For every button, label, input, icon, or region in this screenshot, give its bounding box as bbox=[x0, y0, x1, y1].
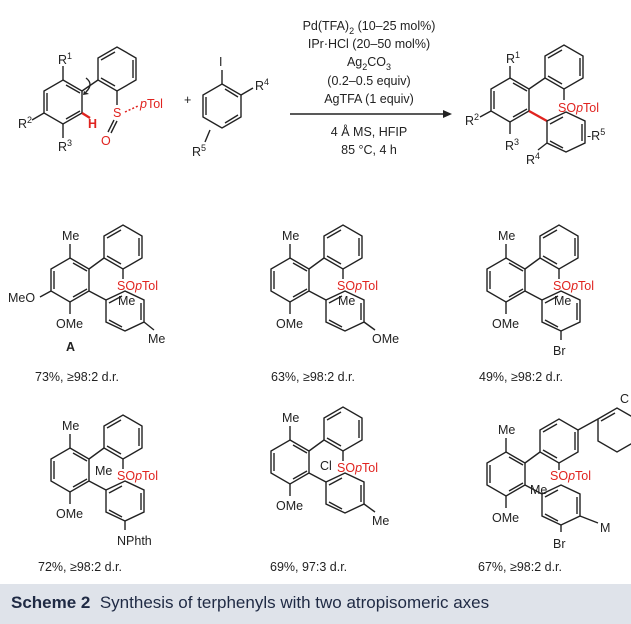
reaction-conditions: Pd(TFA)2 (10–25 mol%) IPr·HCl (20–50 mol… bbox=[290, 19, 452, 157]
product-5-para: Me bbox=[372, 514, 389, 528]
product-so-label: SOpTol bbox=[558, 101, 599, 115]
product-4-me: Me bbox=[62, 419, 79, 433]
product-2-yield: 63%, ≥98:2 d.r. bbox=[271, 370, 355, 384]
condition-sieves: 4 Å MS, HFIP bbox=[331, 124, 407, 139]
product-4-yield: 72%, ≥98:2 d.r. bbox=[38, 560, 122, 574]
ptol-label: pTol bbox=[139, 97, 163, 111]
h-label: H bbox=[88, 117, 97, 131]
sulfur-label: S bbox=[113, 106, 121, 120]
product-5-sub2: OMe bbox=[276, 499, 303, 513]
product-6-yield: 67%, ≥98:2 d.r. bbox=[478, 560, 562, 574]
caption-text: Synthesis of terphenyls with two atropis… bbox=[99, 593, 490, 612]
caption-label: Scheme 2 bbox=[11, 593, 91, 612]
product-3-me: Me bbox=[498, 229, 515, 243]
product-1-compound-label: A bbox=[66, 340, 75, 354]
product-1-me: Me bbox=[62, 229, 79, 243]
product-2-me: Me bbox=[282, 229, 299, 243]
product-r3-label: R3 bbox=[505, 137, 519, 153]
plus-sign: + bbox=[184, 93, 191, 107]
condition-additive: AgTFA (1 equiv) bbox=[324, 92, 414, 106]
product-r5-label: -R5 bbox=[587, 127, 605, 143]
r1-label: R1 bbox=[58, 51, 72, 67]
product-6-extra: C bbox=[620, 392, 629, 406]
product-6-me: Me bbox=[498, 423, 515, 437]
product-3-yield: 49%, ≥98:2 d.r. bbox=[479, 370, 563, 384]
scheme-caption: Scheme 2 Synthesis of terphenyls with tw… bbox=[11, 593, 489, 613]
product-2-ortho: Me bbox=[338, 294, 355, 308]
product-1-so: SOpTol bbox=[117, 279, 158, 293]
product-1-para: Me bbox=[148, 332, 165, 346]
iodo-label: I bbox=[219, 55, 222, 69]
condition-catalyst: Pd(TFA)2 (10–25 mol%) bbox=[303, 19, 436, 36]
product-5-ortho: Cl bbox=[320, 459, 332, 473]
product-4-para: NPhth bbox=[117, 534, 152, 548]
product-6-so: SOpTol bbox=[550, 469, 591, 483]
product-1-yield: 73%, ≥98:2 d.r. bbox=[35, 370, 119, 384]
product-5-yield: 69%, 97:3 d.r. bbox=[270, 560, 347, 574]
product-6-extra2: M bbox=[600, 521, 610, 535]
condition-equiv: (0.2–0.5 equiv) bbox=[327, 74, 410, 88]
product-4-sub2: OMe bbox=[56, 507, 83, 521]
product-5-so: SOpTol bbox=[337, 461, 378, 475]
general-product: R1 R2 R3 SOpTol R4 -R5 bbox=[465, 44, 605, 167]
product-3-para: Br bbox=[553, 344, 566, 358]
product-6-ortho: Me bbox=[530, 483, 547, 497]
product-2-para: OMe bbox=[372, 332, 399, 346]
product-6: Me OMe C SOpTol Me Br M 67%, ≥98:2 d.r. bbox=[478, 392, 631, 574]
product-5: Me OMe SOpTol Cl Me 69%, 97:3 d.r. bbox=[270, 406, 389, 574]
r2-label: R2 bbox=[18, 115, 32, 131]
product-1-sub2: OMe bbox=[56, 317, 83, 331]
product-1-ortho: Me bbox=[118, 294, 135, 308]
condition-carbonate: Ag2CO3 bbox=[347, 55, 391, 72]
caption-bar bbox=[0, 584, 631, 624]
arrow-head bbox=[443, 110, 452, 118]
product-1: Me MeO OMe SOpTol Me Me A 73%, ≥98:2 d.r… bbox=[8, 224, 165, 384]
product-3-sub2: OMe bbox=[492, 317, 519, 331]
product-4-so: SOpTol bbox=[117, 469, 158, 483]
r4-label: R4 bbox=[255, 77, 269, 93]
product-r4-label: R4 bbox=[526, 151, 540, 167]
product-5-me: Me bbox=[282, 411, 299, 425]
product-2-so: SOpTol bbox=[337, 279, 378, 293]
r5-label: R5 bbox=[192, 143, 206, 159]
product-6-sub2: OMe bbox=[492, 511, 519, 525]
product-r2-label: R2 bbox=[465, 112, 479, 128]
product-4: Me OMe SOpTol Me NPhth 72%, ≥98:2 d.r. bbox=[38, 414, 158, 574]
reactant-biaryl-sulfoxide: R1 R2 R3 H S O pTol bbox=[18, 46, 163, 154]
product-2-sub2: OMe bbox=[276, 317, 303, 331]
product-6-para: Br bbox=[553, 537, 566, 551]
product-1-sub1: MeO bbox=[8, 291, 35, 305]
product-4-ortho: Me bbox=[95, 464, 112, 478]
reactant-aryl-iodide: I R4 R5 bbox=[192, 55, 269, 159]
condition-temp-time: 85 °C, 4 h bbox=[341, 143, 397, 157]
product-3: Me OMe SOpTol Me Br 49%, ≥98:2 d.r. bbox=[479, 224, 594, 384]
product-3-so: SOpTol bbox=[553, 279, 594, 293]
reaction-scheme: R1 R2 R3 H S O pTol + I bbox=[8, 19, 631, 574]
oxygen-label: O bbox=[101, 134, 111, 148]
product-3-ortho: Me bbox=[554, 294, 571, 308]
condition-ligand: IPr·HCl (20–50 mol%) bbox=[308, 37, 430, 51]
product-2: Me OMe SOpTol Me OMe 63%, ≥98:2 d.r. bbox=[270, 224, 399, 384]
r3-label: R3 bbox=[58, 138, 72, 154]
product-r1-label: R1 bbox=[506, 50, 520, 66]
